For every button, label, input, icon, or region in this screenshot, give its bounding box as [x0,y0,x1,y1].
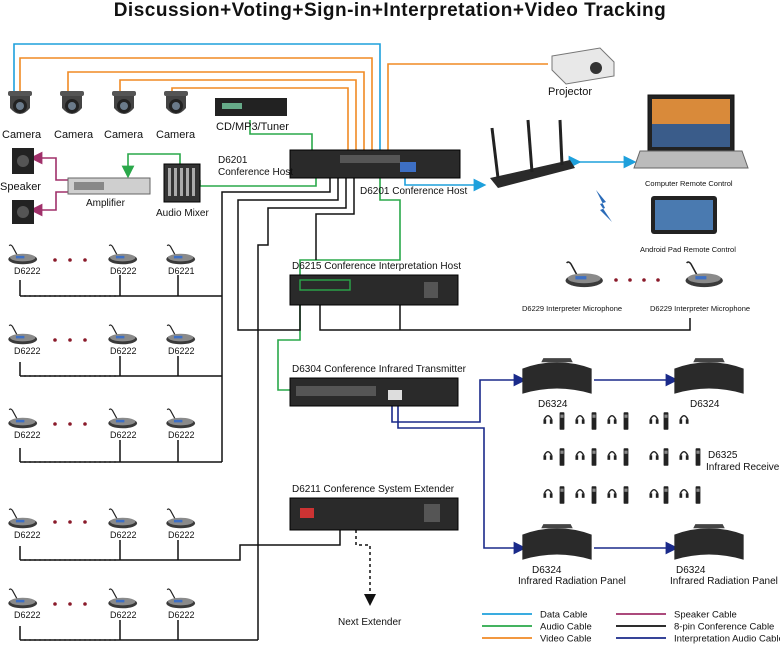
legend-label: Video Cable [540,634,592,645]
legend-label: Data Cable [540,610,588,621]
radiation-panel-2: D6324 [674,358,744,410]
android-pad: Android Pad Remote Control [640,196,736,254]
interpreter-mic-2: D6229 Interpreter Microphone [650,261,750,313]
speaker-bottom [12,200,34,224]
router [490,119,575,188]
laptop: Computer Remote Control [633,94,749,188]
video-cables [19,57,548,150]
d6324-label: D6324 [532,565,562,576]
interpretation-cables [391,373,679,555]
d6222-label: D6222 [110,530,137,540]
mic-row-4: D6222 D6222 D6222 [7,508,196,540]
conference-host-label: Conference Host [218,167,293,178]
pad-label: Android Pad Remote Control [640,245,736,254]
camera-label: Camera [54,129,94,141]
speaker-top [12,148,34,174]
d6215-interpretation-host: D6215 Conference Interpretation Host [289,261,461,306]
camera-2: Camera [54,91,94,141]
projector: Projector [548,47,615,98]
legend-label: Audio Cable [540,622,592,633]
d6324-label: D6324 [538,399,568,410]
d6222-label: D6222 [168,346,195,356]
d6229-label: D6229 Interpreter Microphone [522,304,622,313]
d6221-label: D6221 [168,266,195,276]
legend-label: 8-pin Conference Cable [674,622,774,633]
camera-label: Camera [156,129,196,141]
legend-label: Speaker Cable [674,610,737,621]
cd-mp3-tuner: CD/MP3/Tuner [215,98,289,133]
amplifier-label: Amplifier [86,198,126,209]
mic-dots-interpreter [614,278,660,282]
wireless-icon [596,190,612,222]
legend-label: Interpretation Audio Cable [674,634,780,645]
mic-row-5: D6222 D6222 D6222 [7,588,196,620]
camera-4: Camera [156,91,196,141]
d6201-host-label: D6201 Conference Host [360,186,468,197]
radiation-panel-1: D6324 [522,358,592,410]
projector-label: Projector [548,86,592,98]
d6222-label: D6222 [110,346,137,356]
data-cables [13,43,637,192]
d6222-label: D6222 [14,430,41,440]
d6304-infrared-transmitter: D6304 Conference Infrared Transmitter [289,364,467,407]
d6222-label: D6222 [14,346,41,356]
mic-row-1: D6222 D6222 D6221 [7,244,196,276]
radiation-panel-label: Infrared Radiation Panel [518,576,626,587]
d6222-label: D6222 [14,530,41,540]
d6201-conference-host: D6201 Conference Host D6201 Conference H… [218,149,468,197]
next-extender-label: Next Extender [338,617,402,628]
d6229-label: D6229 Interpreter Microphone [650,304,750,313]
d6222-label: D6222 [14,610,41,620]
d6222-label: D6222 [110,610,137,620]
d6304-label: D6304 Conference Infrared Transmitter [292,364,467,375]
d6201-label: D6201 [218,155,248,166]
d6222-label: D6222 [168,430,195,440]
d6324-label: D6324 [690,399,720,410]
infrared-receiver-label: Infrared Receiver [706,462,780,473]
mic-row-3: D6222 D6222 D6222 [7,408,196,440]
d6222-label: D6222 [110,266,137,276]
d6222-label: D6222 [110,430,137,440]
d6324-label: D6324 [676,565,706,576]
d6211-system-extender: D6211 Conference System Extender Next Ex… [289,484,459,628]
d6222-label: D6222 [168,530,195,540]
d6211-label: D6211 Conference System Extender [292,484,455,495]
d6222-label: D6222 [14,266,41,276]
camera-label: Camera [104,129,144,141]
audio-mixer: Audio Mixer [156,163,209,219]
dotted-links [24,295,116,641]
audio-mixer-label: Audio Mixer [156,208,209,219]
d6215-label: D6215 Conference Interpretation Host [292,261,461,272]
speaker-cables [29,151,70,217]
amplifier: Amplifier [67,177,151,209]
speaker-label: Speaker [0,181,41,193]
d6222-label: D6222 [168,610,195,620]
interpreter-mic-1: D6229 Interpreter Microphone [522,261,622,313]
camera-1: Camera [2,91,42,141]
camera-label: Camera [2,129,42,141]
headsets-receivers: D6325 Infrared Receiver [542,412,780,504]
cd-label: CD/MP3/Tuner [216,121,289,133]
mic-row-2: D6222 D6222 D6222 [7,324,196,356]
computer-label: Computer Remote Control [645,179,733,188]
diagram-title: Discussion+Voting+Sign-in+Interpretation… [113,0,667,21]
conference-cables [19,178,691,641]
d6325-label: D6325 [708,450,738,461]
radiation-panel-label: Infrared Radiation Panel [670,576,778,587]
camera-3: Camera [104,91,144,141]
